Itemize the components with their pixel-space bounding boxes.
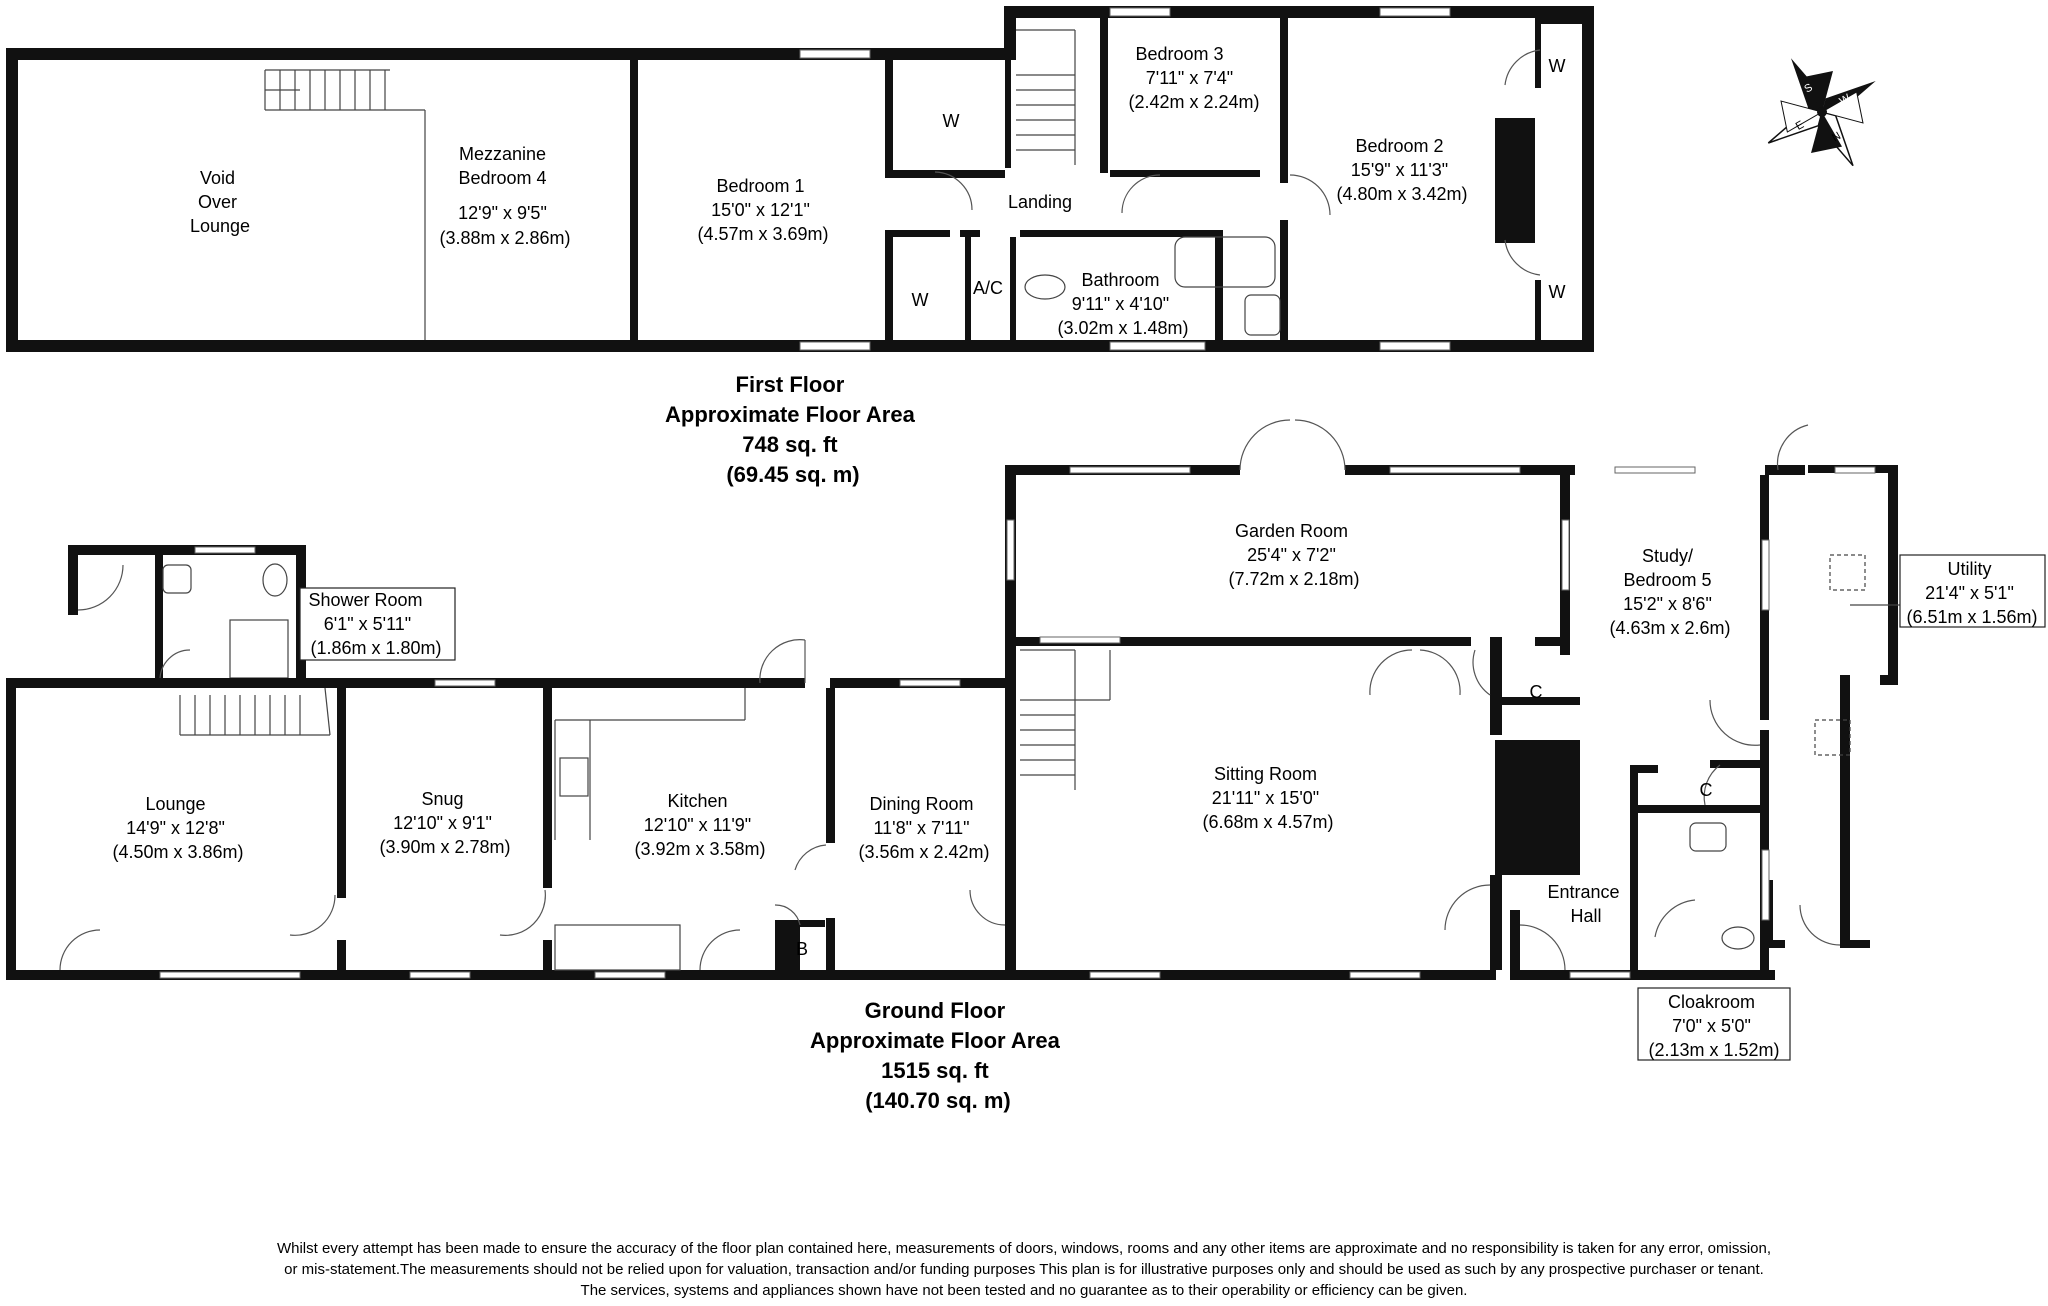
- first-floor-labels: Void Over Lounge Mezzanine Bedroom 4 12'…: [190, 44, 1566, 338]
- disclaimer: Whilst every attempt has been made to en…: [60, 1238, 1988, 1301]
- compass-rose-icon: S E N W: [1767, 58, 1876, 167]
- sitting-room-label: Sitting Room 21'11" x 15'0" (6.68m x 4.5…: [1202, 764, 1333, 832]
- shower-tray-icon: [229, 619, 289, 679]
- ground-floor-plan: [6, 419, 1900, 980]
- bedroom-1-label: Bedroom 1 15'0" x 12'1" (4.57m x 3.69m): [697, 176, 828, 244]
- stairs-icon: [1020, 649, 1111, 790]
- stairs-icon: [264, 69, 390, 110]
- ground-floor-labels: Shower Room 6'1" x 5'11" (1.86m x 1.80m)…: [112, 521, 2046, 1061]
- basin-icon: [1244, 294, 1281, 336]
- boiler-label: B: [796, 939, 808, 959]
- cupboard-label: C: [1530, 682, 1543, 702]
- skylight-icon: [1829, 554, 1866, 591]
- void-label: Void Over Lounge: [190, 168, 250, 236]
- lounge-label: Lounge 14'9" x 12'8" (4.50m x 3.86m): [112, 794, 243, 862]
- airing-cupboard-label: A/C: [973, 278, 1003, 298]
- landing-label: Landing: [1008, 192, 1072, 212]
- basin-icon: [162, 564, 192, 594]
- stairs-icon: [179, 687, 331, 736]
- hob-icon: [559, 757, 589, 797]
- bedroom-2-label: Bedroom 2 15'9" x 11'3" (4.80m x 3.42m): [1336, 136, 1467, 204]
- study-label: Study/ Bedroom 5 15'2" x 8'6" (4.63m x 2…: [1609, 546, 1730, 638]
- toilet-icon: [262, 563, 288, 597]
- dining-room-label: Dining Room 11'8" x 7'11" (3.56m x 2.42m…: [858, 794, 989, 862]
- garden-room-label: Garden Room 25'4" x 7'2" (7.72m x 2.18m): [1228, 521, 1359, 589]
- landing-stairs-icon: [1016, 29, 1076, 165]
- disclaimer-line: The services, systems and appliances sho…: [580, 1282, 1468, 1299]
- wardrobe-label: W: [912, 290, 929, 310]
- cupboard-label: C: [1700, 780, 1713, 800]
- wardrobe-label: W: [1549, 282, 1566, 302]
- basin-icon: [1689, 822, 1727, 852]
- utility-label: Utility 21'4" x 5'1" (6.51m x 1.56m): [1906, 559, 2037, 627]
- toilet-icon: [1721, 926, 1755, 950]
- bedroom-3-label: Bedroom 3 7'11" x 7'4" (2.42m x 2.24m): [1128, 44, 1259, 112]
- skylight-icon: [1814, 719, 1851, 756]
- entrance-hall-label: Entrance Hall: [1547, 882, 1624, 926]
- ground-floor-title: Ground Floor Approximate Floor Area 1515…: [810, 998, 1066, 1113]
- first-floor-title: First Floor Approximate Floor Area 748 s…: [665, 372, 921, 487]
- mezzanine-label: Mezzanine Bedroom 4 12'9" x 9'5" (3.88m …: [439, 144, 570, 248]
- toilet-icon: [1024, 274, 1066, 300]
- kitchen-label: Kitchen 12'10" x 11'9" (3.92m x 3.58m): [634, 791, 765, 859]
- wardrobe-label: W: [943, 111, 960, 131]
- snug-label: Snug 12'10" x 9'1" (3.90m x 2.78m): [379, 789, 510, 857]
- bathtub-icon: [1174, 236, 1276, 288]
- shower-room-label: Shower Room 6'1" x 5'11" (1.86m x 1.80m): [308, 590, 441, 658]
- disclaimer-line: Whilst every attempt has been made to en…: [276, 1240, 1772, 1257]
- cloakroom-label: Cloakroom 7'0" x 5'0" (2.13m x 1.52m): [1648, 992, 1779, 1060]
- wardrobe-label: W: [1549, 56, 1566, 76]
- disclaimer-line: or mis-statement.The measurements should…: [284, 1261, 1764, 1278]
- bathroom-label: Bathroom 9'11" x 4'10" (3.02m x 1.48m): [1057, 270, 1188, 338]
- first-floor-plan: [6, 6, 1594, 352]
